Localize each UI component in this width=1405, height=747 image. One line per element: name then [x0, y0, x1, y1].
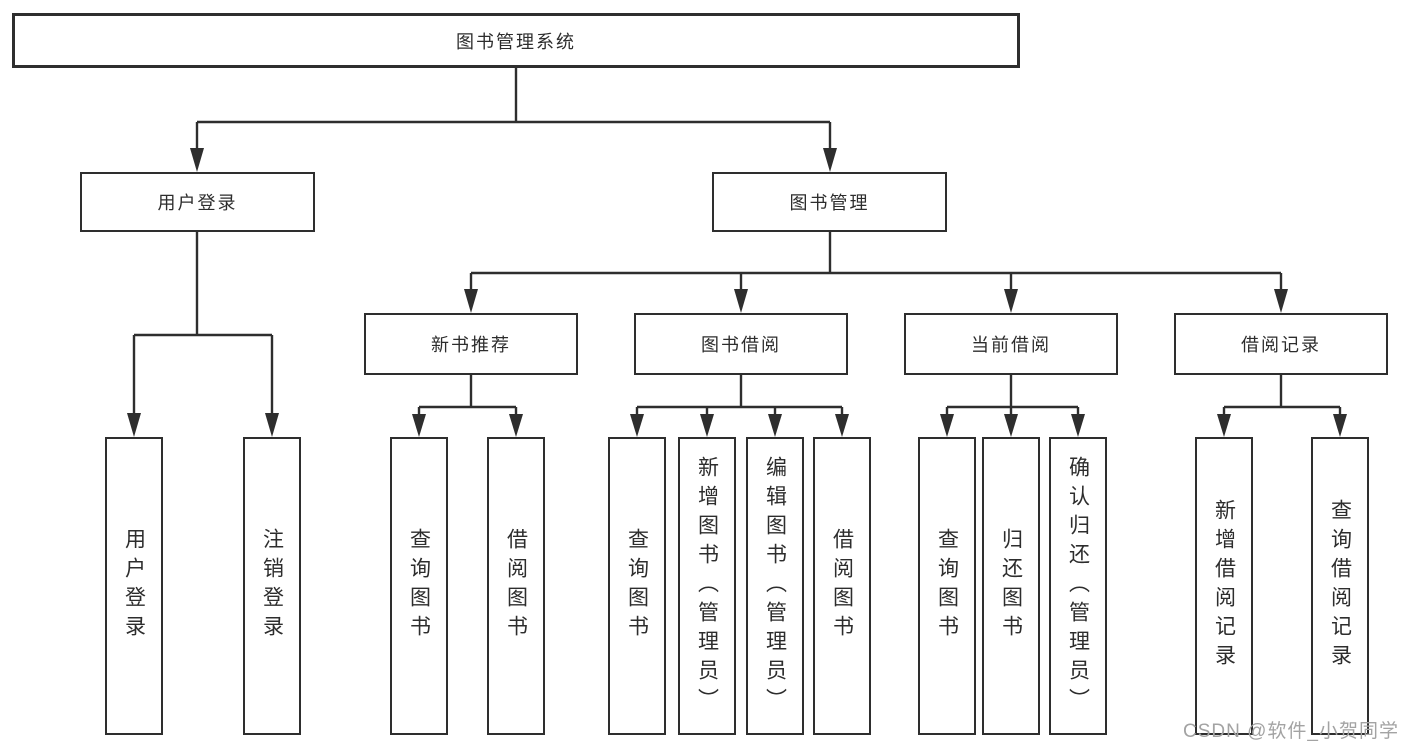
arrowhead	[823, 148, 837, 172]
arrowhead	[509, 414, 523, 437]
arrowhead	[1274, 289, 1288, 313]
arrowhead	[835, 414, 849, 437]
leaf-logout: 注销登录	[243, 437, 301, 735]
node-borrowing-records: 借阅记录	[1174, 313, 1388, 375]
arrowhead	[1071, 414, 1085, 437]
arrowhead	[630, 414, 644, 437]
leaf-query-books-recommend: 查询图书	[390, 437, 448, 735]
leaf-query-books-current: 查询图书	[918, 437, 976, 735]
leaf-add-books-admin: 新增图书（管理员）	[678, 437, 736, 735]
node-new-book-recommendation: 新书推荐	[364, 313, 578, 375]
leaf-edit-books-admin: 编辑图书（管理员）	[746, 437, 804, 735]
arrowhead	[1217, 414, 1231, 437]
node-book-management: 图书管理	[712, 172, 947, 232]
connector-user-login-to-leaves	[127, 232, 279, 437]
arrowhead	[464, 289, 478, 313]
arrowhead	[734, 289, 748, 313]
arrowhead	[190, 148, 204, 172]
node-root-book-management-system: 图书管理系统	[12, 13, 1020, 68]
leaf-add-borrow-record: 新增借阅记录	[1195, 437, 1253, 735]
arrowhead	[940, 414, 954, 437]
leaf-borrow-books-recommend: 借阅图书	[487, 437, 545, 735]
arrowhead	[1333, 414, 1347, 437]
leaf-borrow-books-borrowing: 借阅图书	[813, 437, 871, 735]
arrowhead	[768, 414, 782, 437]
connector-borrowing-records-to-leaves	[1217, 375, 1347, 437]
node-current-borrowing: 当前借阅	[904, 313, 1118, 375]
arrowhead	[1004, 289, 1018, 313]
leaf-confirm-return-admin: 确认归还（管理员）	[1049, 437, 1107, 735]
connector-book-borrowing-to-leaves	[630, 375, 849, 437]
connector-new-book-recommend-to-leaves	[412, 375, 523, 437]
leaf-query-books-borrowing: 查询图书	[608, 437, 666, 735]
arrowhead	[1004, 414, 1018, 437]
node-book-borrowing: 图书借阅	[634, 313, 848, 375]
arrowhead	[127, 413, 141, 437]
arrowhead	[265, 413, 279, 437]
csdn-watermark: CSDN @软件_小贺同学	[1183, 721, 1399, 742]
connector-book-management-to-level3	[464, 232, 1288, 313]
leaf-query-borrow-record: 查询借阅记录	[1311, 437, 1369, 735]
connector-root-to-level2	[190, 68, 837, 172]
arrowhead	[700, 414, 714, 437]
arrowhead	[412, 414, 426, 437]
node-user-login: 用户登录	[80, 172, 315, 232]
connector-current-borrowing-to-leaves	[940, 375, 1085, 437]
leaf-return-books: 归还图书	[982, 437, 1040, 735]
leaf-user-login: 用户登录	[105, 437, 163, 735]
